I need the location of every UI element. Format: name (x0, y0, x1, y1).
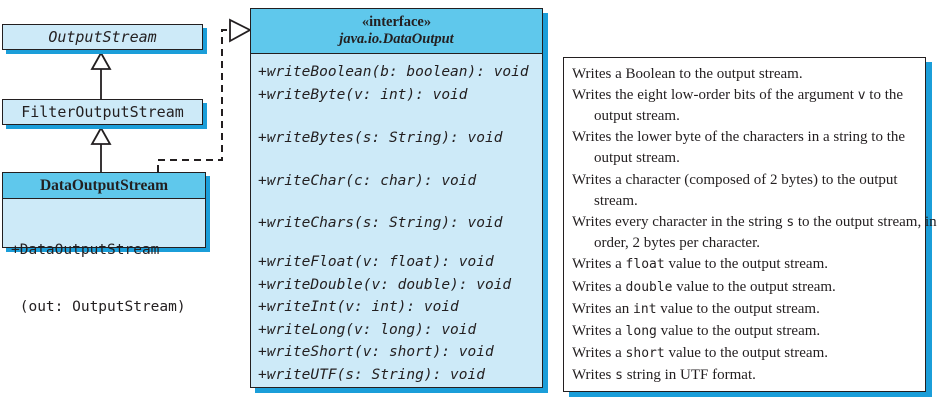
constructor-line-2: (out: OutputStream) (11, 299, 186, 315)
description-item: Writes a Boolean to the output stream. (572, 66, 803, 82)
method-item: +writeBoolean(b: boolean): void (258, 64, 529, 80)
interface-box-dataoutput: «interface» java.io.DataOutput +writeBoo… (250, 8, 543, 388)
description-item: Writes a float value to the output strea… (572, 256, 828, 272)
class-name-outputstream: OutputStream (48, 28, 157, 46)
method-item: +writeShort(v: short): void (258, 344, 494, 360)
method-item: +writeBytes(s: String): void (258, 130, 503, 146)
description-item: Writes a long value to the output stream… (572, 323, 821, 339)
description-item: Writes the eight low-order bits of the a… (572, 87, 904, 124)
method-item: +writeChars(s: String): void (258, 215, 503, 231)
class-members-dataoutputstream: +DataOutputStream (out: OutputStream) (3, 199, 205, 357)
class-box-filteroutputstream: FilterOutputStream (2, 99, 203, 125)
method-item: +writeDouble(v: double): void (258, 277, 512, 293)
description-item: Writes every character in the string s t… (572, 214, 937, 251)
method-item: +writeInt(v: int): void (258, 299, 459, 315)
generalization-arrow-filter-to-output (90, 51, 112, 100)
description-item: Writes a double value to the output stre… (572, 279, 836, 295)
method-item: +writeLong(v: long): void (258, 322, 477, 338)
method-item: +writeChar(c: char): void (258, 173, 477, 189)
description-item: Writes the lower byte of the characters … (572, 129, 906, 166)
class-box-dataoutputstream: DataOutputStream +DataOutputStream (out:… (2, 172, 206, 315)
class-name-filteroutputstream: FilterOutputStream (21, 103, 184, 121)
description-item: Writes a short value to the output strea… (572, 345, 828, 361)
method-descriptions-panel: Writes a Boolean to the output stream. W… (563, 57, 937, 392)
generalization-arrow-data-to-filter (90, 126, 112, 172)
method-item: +writeUTF(s: String): void (258, 367, 485, 383)
description-item: Writes an int value to the output stream… (572, 301, 820, 317)
constructor-line-1: +DataOutputStream (11, 242, 160, 258)
class-box-outputstream: OutputStream (2, 24, 203, 50)
method-item: +writeFloat(v: float): void (258, 254, 494, 270)
description-item: Writes a character (composed of 2 bytes)… (572, 172, 898, 209)
interface-stereotype: «interface» (361, 14, 432, 30)
interface-header: «interface» java.io.DataOutput (251, 9, 542, 54)
description-item: Writes s string in UTF format. (572, 367, 756, 383)
interface-name: java.io.DataOutput (339, 31, 454, 47)
class-name-dataoutputstream: DataOutputStream (3, 173, 205, 199)
method-item: +writeByte(v: int): void (258, 87, 468, 103)
